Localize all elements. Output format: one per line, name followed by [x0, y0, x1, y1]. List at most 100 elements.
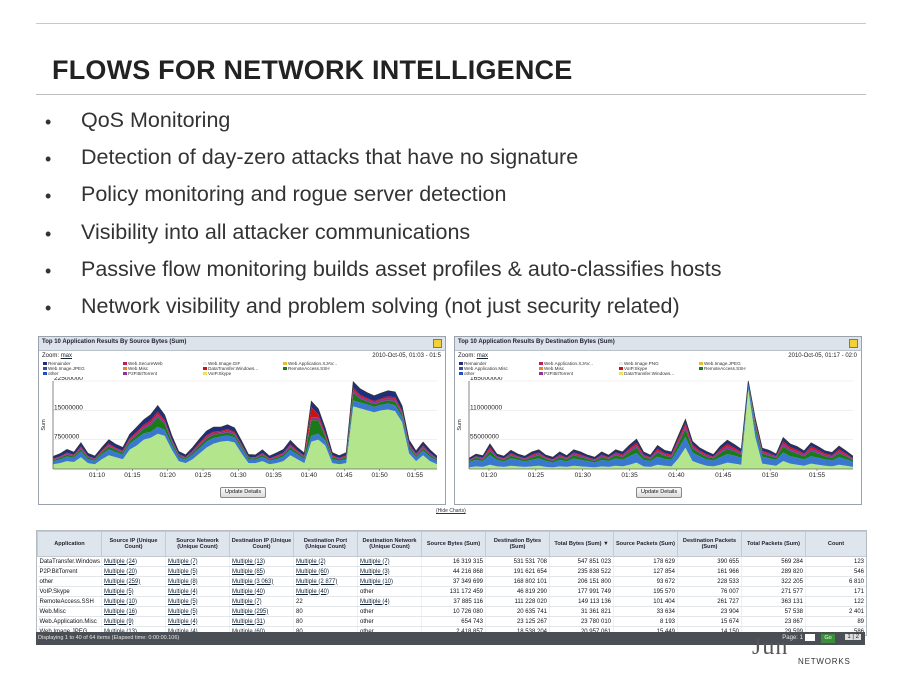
table-cell[interactable]: Multiple (4)	[165, 626, 230, 635]
table-cell: 289 820	[741, 566, 806, 577]
table-cell[interactable]: Multiple (5)	[165, 596, 230, 607]
legend-swatch	[459, 367, 463, 371]
x-tick-label: 01:10	[89, 472, 106, 479]
legend-label: DataTransfer.Windows...	[208, 366, 259, 371]
table-cell: other	[357, 626, 422, 635]
column-header[interactable]: Application	[37, 531, 102, 557]
table-cell[interactable]: Multiple (2 877)	[293, 576, 358, 587]
table-cell: 195 570	[613, 586, 678, 597]
table-cell[interactable]: Multiple (24)	[101, 556, 166, 567]
table-cell: 569 284	[741, 556, 806, 567]
area-series-other	[469, 381, 853, 468]
table-cell[interactable]: Multiple (2)	[293, 556, 358, 567]
column-header[interactable]: Total Bytes (Sum) ▼	[549, 531, 614, 557]
table-cell[interactable]: Multiple (40)	[293, 586, 358, 597]
page-input[interactable]	[805, 634, 815, 641]
table-cell[interactable]: Multiple (10)	[357, 576, 422, 587]
column-header[interactable]: Destination Bytes (Sum)	[485, 531, 550, 557]
table-cell: P2P.BitTorrent	[37, 566, 102, 577]
table-cell: VoIP.Skype	[37, 586, 102, 597]
table-cell[interactable]: Multiple (5)	[101, 586, 166, 597]
legend-swatch	[203, 362, 207, 366]
table-cell: 18 538 204	[485, 626, 550, 635]
table-cell[interactable]: Multiple (16)	[101, 606, 166, 617]
y-tick-label: 15000000	[54, 404, 83, 411]
update-details-button[interactable]: Update Details	[220, 487, 267, 498]
legend-swatch	[123, 367, 127, 371]
table-cell[interactable]: Multiple (60)	[229, 626, 294, 635]
table-cell[interactable]: Multiple (40)	[229, 586, 294, 597]
column-header[interactable]: Destination Network (Unique Count)	[357, 531, 422, 557]
table-row[interactable]: Web.Image.JPEGMultiple (13)Multiple (4)M…	[37, 626, 866, 635]
update-details-button[interactable]: Update Details	[636, 487, 683, 498]
table-cell: 76 007	[677, 586, 742, 597]
column-header[interactable]: Destination Port (Unique Count)	[293, 531, 358, 557]
go-button[interactable]: Go	[821, 634, 835, 643]
table-cell[interactable]: Multiple (259)	[101, 576, 166, 587]
table-cell[interactable]: Multiple (9)	[101, 616, 166, 627]
table-cell: 29 599	[741, 626, 806, 635]
table-cell[interactable]: Multiple (7)	[165, 556, 230, 567]
page-links[interactable]: 1 | 2	[845, 634, 861, 640]
table-cell: 271 577	[741, 586, 806, 597]
table-cell[interactable]: Multiple (20)	[101, 566, 166, 577]
legend-item: VoIP.Skype	[203, 371, 231, 376]
table-cell[interactable]: Multiple (10)	[101, 596, 166, 607]
table-cell[interactable]: Multiple (85)	[229, 566, 294, 577]
legend-item: Remainder	[43, 361, 70, 366]
table-cell[interactable]: Multiple (31)	[229, 616, 294, 627]
table-cell[interactable]: Multiple (7)	[229, 596, 294, 607]
hide-charts-link[interactable]: (Hide Charts)	[436, 508, 466, 514]
column-header[interactable]: Count	[805, 531, 866, 557]
x-tick-label: 01:35	[266, 472, 283, 479]
table-cell: 168 802 101	[485, 576, 550, 587]
legend-swatch	[539, 367, 543, 371]
table-cell[interactable]: Multiple (295)	[229, 606, 294, 617]
table-cell[interactable]: Multiple (5)	[165, 606, 230, 617]
table-cell[interactable]: Multiple (13)	[229, 556, 294, 567]
table-cell[interactable]: Multiple (5)	[165, 566, 230, 577]
column-header[interactable]: Source Network (Unique Count)	[165, 531, 230, 557]
column-header[interactable]: Destination Packets (Sum)	[677, 531, 742, 557]
column-header[interactable]: Source Bytes (Sum)	[421, 531, 486, 557]
table-cell: DataTransfer.Windows	[37, 556, 102, 567]
legend-swatch	[619, 372, 623, 376]
column-header[interactable]: Source Packets (Sum)	[613, 531, 678, 557]
panel-options-icon[interactable]	[433, 339, 442, 348]
table-cell[interactable]: Multiple (8)	[165, 576, 230, 587]
column-header[interactable]: Source IP (Unique Count)	[101, 531, 166, 557]
table-cell[interactable]: Multiple (7)	[357, 556, 422, 567]
table-cell[interactable]: Multiple (3)	[357, 566, 422, 577]
table-cell[interactable]: Multiple (3 063)	[229, 576, 294, 587]
column-header[interactable]: Destination IP (Unique Count)	[229, 531, 294, 557]
zoom-max-link[interactable]: max	[476, 353, 489, 359]
page-control: Page: 1	[782, 634, 815, 641]
legend-swatch	[699, 362, 703, 366]
legend-swatch	[459, 362, 463, 366]
table-cell: 37 885 116	[421, 596, 486, 607]
panel-options-icon[interactable]	[849, 339, 858, 348]
table-cell[interactable]: Multiple (4)	[357, 596, 422, 607]
bullet-dot-icon: •	[45, 223, 52, 244]
table-cell[interactable]: Multiple (60)	[293, 566, 358, 577]
table-cell[interactable]: Multiple (4)	[165, 586, 230, 597]
table-cell: 80	[293, 606, 358, 617]
column-header[interactable]: Total Packets (Sum)	[741, 531, 806, 557]
legend-item: other	[459, 371, 474, 376]
table-cell[interactable]: Multiple (4)	[165, 616, 230, 627]
table-cell: 101 404	[613, 596, 678, 607]
legend-label: VoIP.Skype	[624, 366, 648, 371]
y-tick-label: 110000000	[470, 404, 502, 411]
table-cell[interactable]: Multiple (13)	[101, 626, 166, 635]
zoom-max-link[interactable]: max	[60, 353, 73, 359]
